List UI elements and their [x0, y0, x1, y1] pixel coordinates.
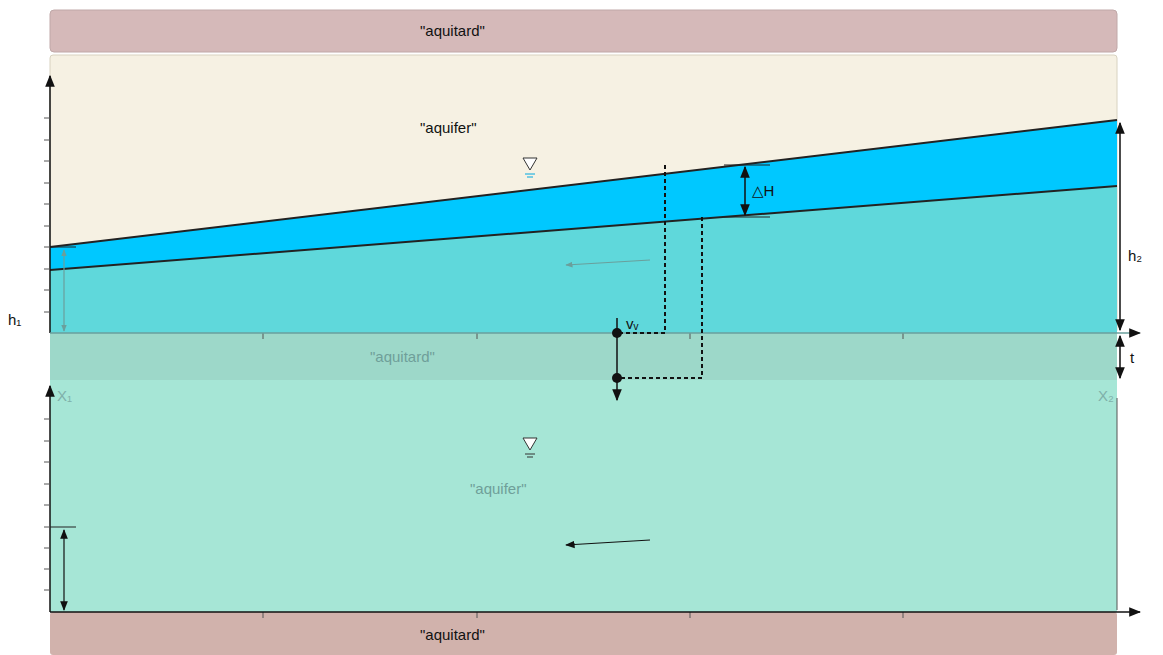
layer-name: "aquitard" [370, 348, 435, 365]
layer-name: "aquifer" [470, 480, 527, 497]
dimension-label: vᵥ [626, 316, 638, 331]
dimension-label: X₁ [57, 388, 72, 403]
dimension-label: t [1130, 350, 1134, 365]
layer-name: "aquitard" [420, 626, 485, 643]
dimension-label: △H [752, 183, 774, 198]
dimension-label: h₂ [1128, 248, 1142, 263]
aquitard-band: "aquitard" [50, 612, 1117, 655]
aquifer-band: "aquifer" [50, 55, 1117, 205]
aquifer-band: "aquifer" [50, 380, 1117, 530]
dimension-label: h₁ [8, 312, 21, 327]
layer-name: "aquifer" [420, 119, 477, 136]
dimension-label: X₂ [1098, 388, 1114, 403]
aquitard-band: "aquitard" [50, 10, 1117, 52]
layer-name: "aquitard" [420, 22, 485, 39]
aquitard-band: "aquitard" [50, 333, 1117, 380]
